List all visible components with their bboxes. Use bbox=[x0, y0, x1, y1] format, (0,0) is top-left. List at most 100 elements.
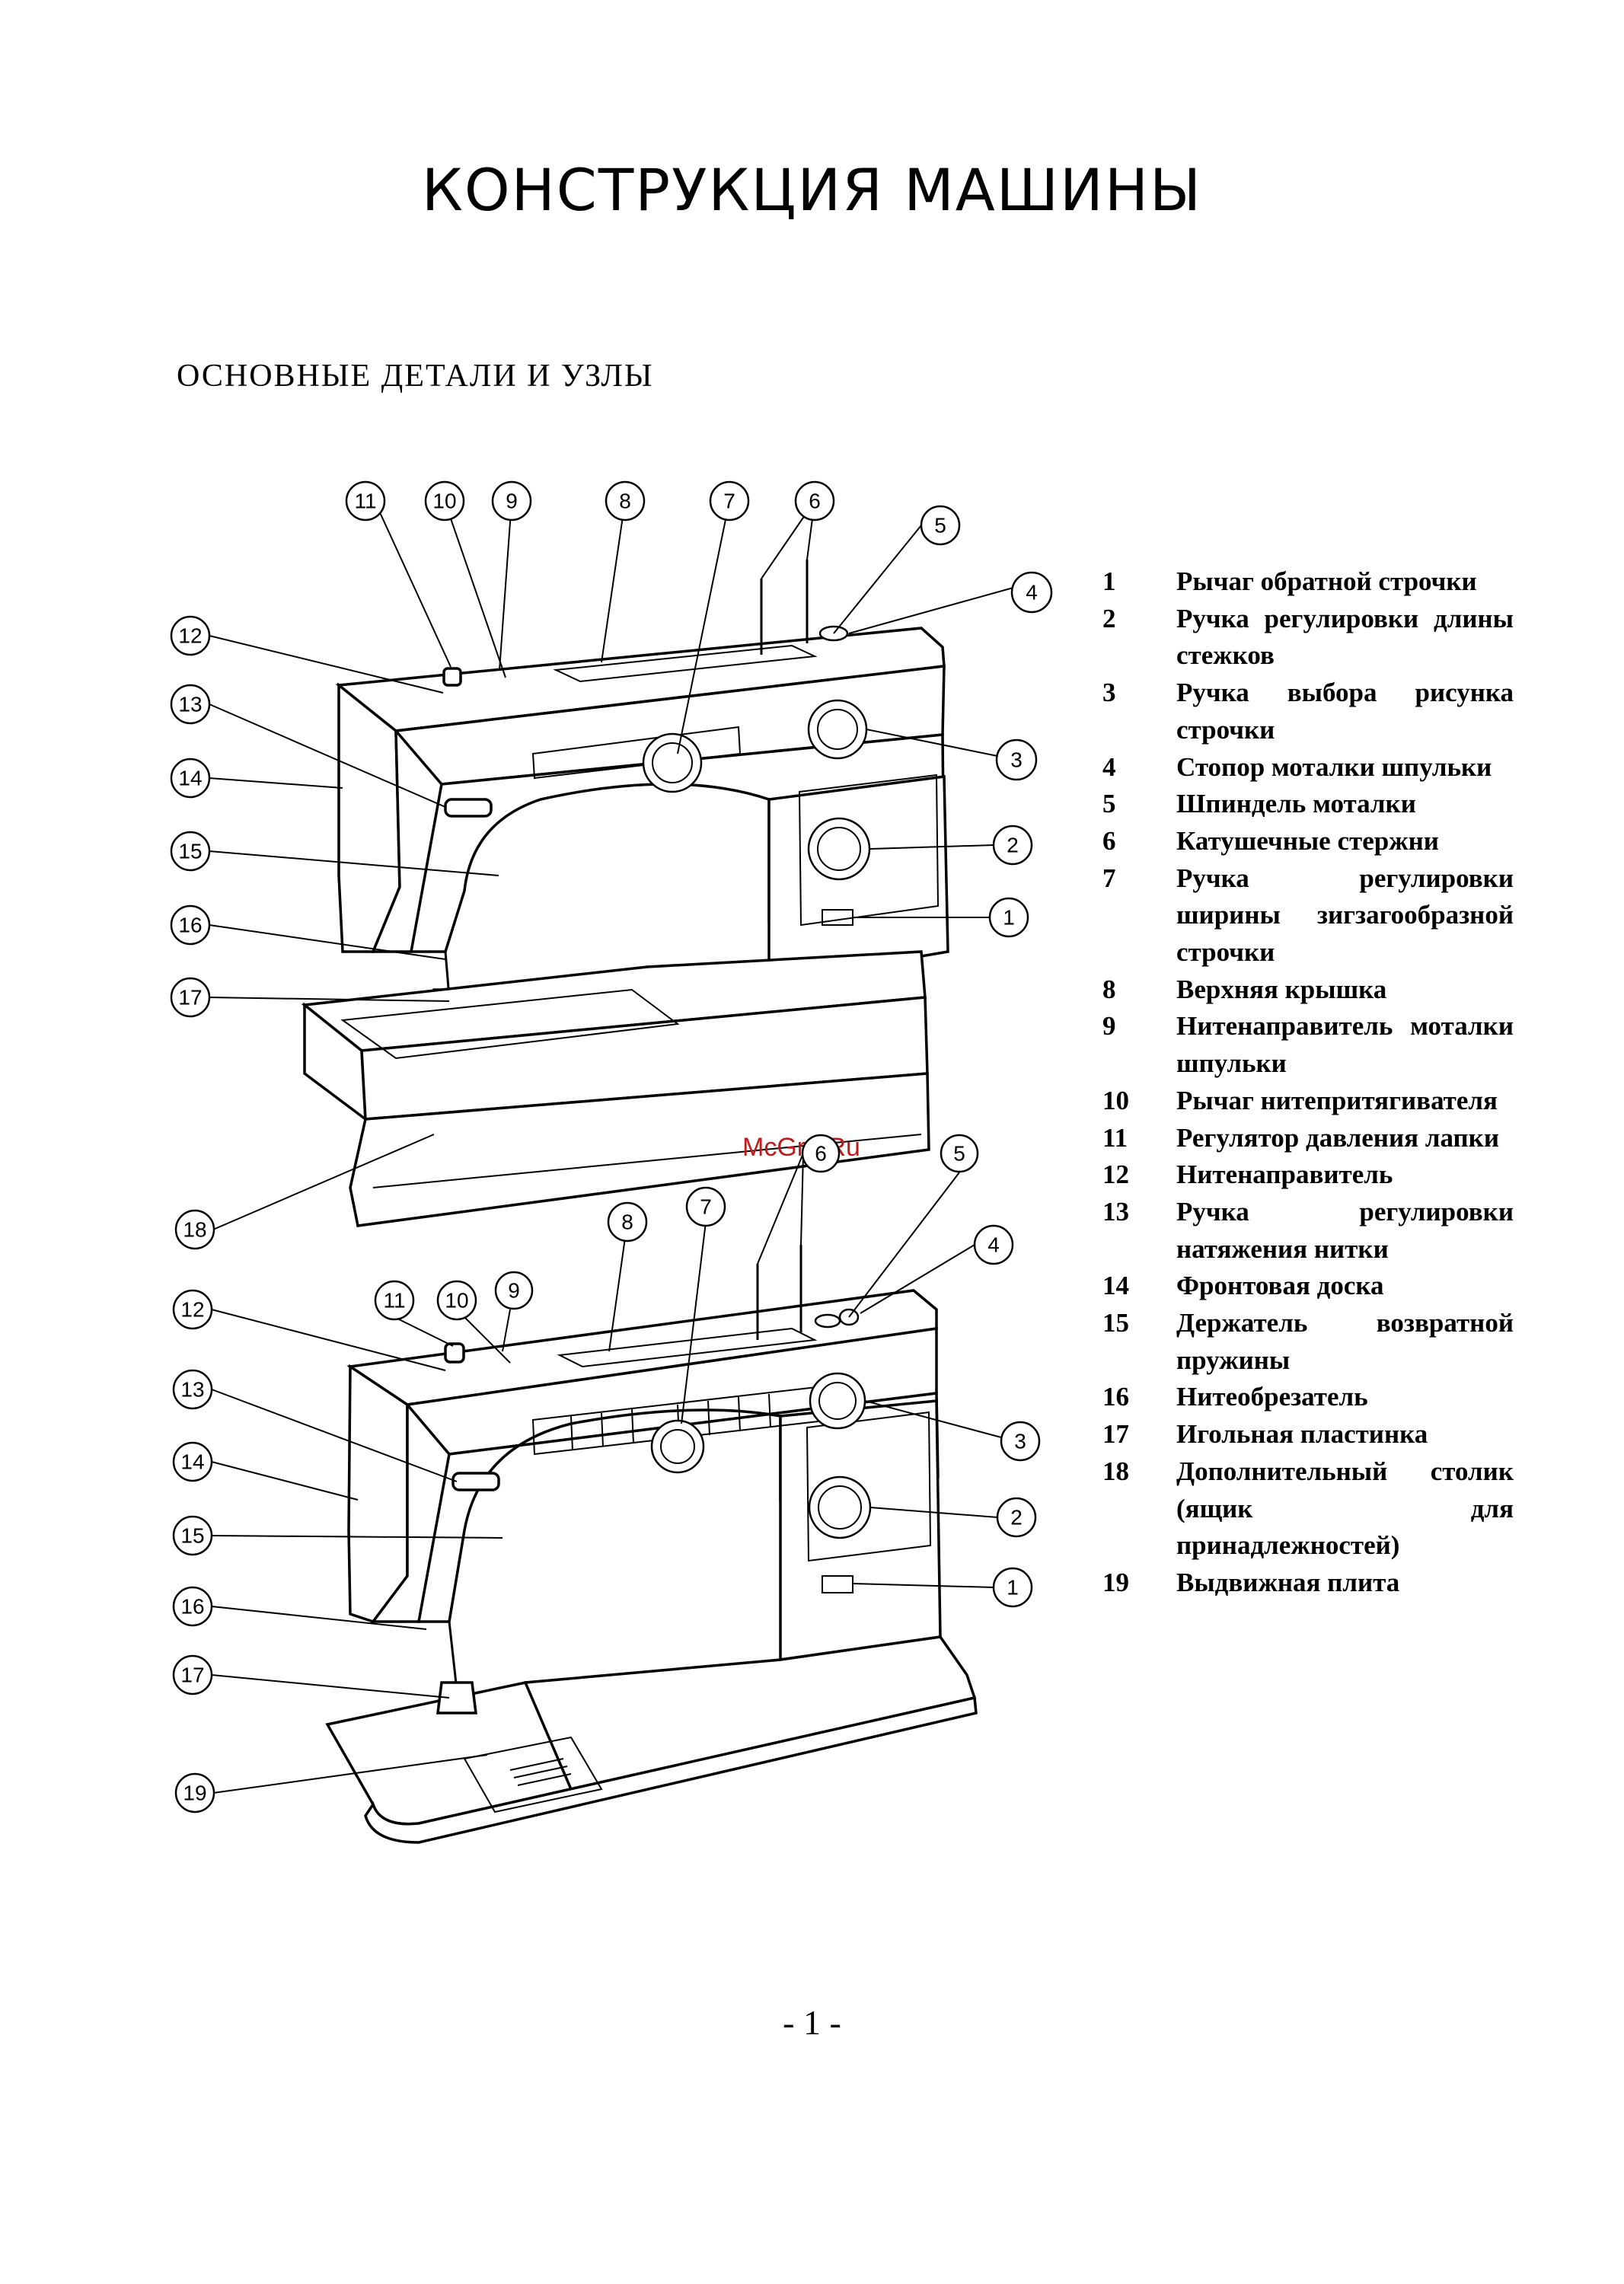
callout-top-9: 9 bbox=[506, 490, 518, 513]
callout-bottom-19: 19 bbox=[183, 1782, 206, 1805]
callout-bottom-4: 4 bbox=[987, 1233, 1000, 1257]
legend-item-number: 2 bbox=[1102, 603, 1116, 633]
legend-item-number: 6 bbox=[1102, 825, 1116, 856]
legend-item-number: 4 bbox=[1102, 751, 1116, 782]
legend-item-text: Шпиндель моталки bbox=[1176, 789, 1416, 819]
callout-top-16: 16 bbox=[178, 914, 202, 937]
legend-item: 15 Держатель возвратной пружины bbox=[1102, 1305, 1514, 1379]
bottom-leader-lines bbox=[211, 1153, 1002, 1794]
legend-item: 5 Шпиндель моталки bbox=[1102, 786, 1514, 823]
callout-bottom-2: 2 bbox=[1010, 1506, 1023, 1530]
callout-top-15: 15 bbox=[178, 840, 202, 863]
callout-top-12: 12 bbox=[178, 624, 202, 648]
legend-item: 8 Верхняя крышка bbox=[1102, 971, 1514, 1009]
machine-with-extension-table bbox=[301, 560, 949, 1227]
callout-bottom-8: 8 bbox=[621, 1211, 633, 1234]
top-leader-lines bbox=[209, 500, 1025, 1230]
legend-item-text: Ручка регулировки натяжения нитки bbox=[1176, 1196, 1514, 1264]
legend-item: 4 Стопор моталки шпульки bbox=[1102, 749, 1514, 786]
legend-item-text: Дополнительный столик (ящик для принадле… bbox=[1176, 1456, 1514, 1561]
legend-item-text: Катушечные стержни bbox=[1176, 825, 1439, 856]
legend-item-text: Игольная пластинка bbox=[1176, 1419, 1428, 1450]
callout-top-3: 3 bbox=[1010, 748, 1023, 772]
callout-bottom-3: 3 bbox=[1014, 1430, 1026, 1453]
legend-item-text: Рычаг обратной строчки bbox=[1176, 566, 1477, 596]
legend-item: 16 Нитеобрезатель bbox=[1102, 1379, 1514, 1416]
legend-item-number: 19 bbox=[1102, 1567, 1129, 1597]
callout-top-18: 18 bbox=[183, 1218, 206, 1242]
legend-item: 6 Катушечные стержни bbox=[1102, 823, 1514, 860]
callout-bottom-6: 6 bbox=[815, 1142, 827, 1166]
sewing-machine-diagram: 11 10 9 8 7 6 5 4 12 13 14 15 16 17 18 3… bbox=[170, 480, 1053, 1844]
legend-item-number: 13 bbox=[1102, 1196, 1129, 1227]
legend-item: 7 Ручка регулировки ширины зигзагообразно… bbox=[1102, 860, 1514, 971]
callout-top-10: 10 bbox=[432, 490, 456, 513]
legend-item-number: 8 bbox=[1102, 974, 1116, 1004]
legend-item: 9 Нитенаправитель моталки шпульки bbox=[1102, 1008, 1514, 1082]
legend-item-text: Выдвижная плита bbox=[1176, 1567, 1400, 1597]
legend-item-number: 7 bbox=[1102, 863, 1116, 893]
legend-item-number: 16 bbox=[1102, 1382, 1129, 1412]
callout-top-6: 6 bbox=[809, 490, 821, 513]
legend-item: 19 Выдвижная плита bbox=[1102, 1565, 1514, 1602]
legend-item-text: Ручка выбора рисунка строчки bbox=[1176, 678, 1514, 745]
legend-item-text: Стопор моталки шпульки bbox=[1176, 751, 1492, 782]
legend-item-number: 5 bbox=[1102, 789, 1116, 819]
legend-item-text: Фронтовая доска bbox=[1176, 1271, 1384, 1301]
legend-item-text: Ручка регулировки ширины зигзагообразной… bbox=[1176, 863, 1514, 968]
legend-item-number: 10 bbox=[1102, 1085, 1129, 1115]
legend-item-text: Верхняя крышка bbox=[1176, 974, 1387, 1004]
callout-bottom-10: 10 bbox=[445, 1289, 468, 1313]
callout-top-4: 4 bbox=[1026, 581, 1038, 604]
callout-top-7: 7 bbox=[723, 490, 735, 513]
callout-top-14: 14 bbox=[178, 767, 202, 790]
callout-bottom-15: 15 bbox=[180, 1524, 204, 1548]
callout-top-8: 8 bbox=[619, 490, 631, 513]
callout-bottom-16: 16 bbox=[180, 1595, 204, 1619]
legend-item: 2 Ручка регулировки длины стежков bbox=[1102, 601, 1514, 675]
callout-top-1: 1 bbox=[1003, 906, 1015, 930]
callout-top-2: 2 bbox=[1007, 834, 1019, 857]
page-number: - 1 - bbox=[783, 2003, 841, 2042]
legend-item: 14 Фронтовая доска bbox=[1102, 1268, 1514, 1305]
legend-item: 3 Ручка выбора рисунка строчки bbox=[1102, 675, 1514, 748]
callout-bottom-14: 14 bbox=[180, 1450, 204, 1474]
legend-item-text: Нитенаправитель моталки шпульки bbox=[1176, 1011, 1514, 1079]
callout-top-5: 5 bbox=[934, 514, 946, 538]
callout-bottom-13: 13 bbox=[180, 1378, 204, 1402]
machine-free-arm bbox=[325, 1245, 978, 1844]
legend-item-number: 18 bbox=[1102, 1456, 1129, 1486]
legend-item-number: 11 bbox=[1102, 1122, 1128, 1153]
legend-item-number: 15 bbox=[1102, 1308, 1129, 1338]
callout-top-13: 13 bbox=[178, 693, 202, 716]
callout-bottom-12: 12 bbox=[180, 1298, 204, 1322]
callout-top-11: 11 bbox=[354, 490, 376, 513]
legend-item-number: 9 bbox=[1102, 1011, 1116, 1042]
legend-item-text: Регулятор давления лапки bbox=[1176, 1122, 1499, 1153]
callout-bottom-17: 17 bbox=[180, 1664, 204, 1687]
legend-item-text: Держатель возвратной пружины bbox=[1176, 1308, 1514, 1375]
legend-item-text: Ручка регулировки длины стежков bbox=[1176, 603, 1514, 671]
legend-item-text: Нитенаправитель bbox=[1176, 1160, 1393, 1190]
top-callouts: 11 10 9 8 7 6 5 4 12 13 14 15 16 17 18 3… bbox=[170, 480, 1053, 1250]
page-title: КОНСТРУКЦИЯ МАШИНЫ bbox=[421, 156, 1203, 224]
callout-bottom-9: 9 bbox=[508, 1279, 520, 1303]
legend-item: 1 Рычаг обратной строчки bbox=[1102, 563, 1514, 601]
legend-item-number: 1 bbox=[1102, 566, 1116, 596]
legend-item-number: 12 bbox=[1102, 1160, 1129, 1190]
legend-item: 18 Дополнительный столик (ящик для принад… bbox=[1102, 1453, 1514, 1565]
legend-item: 11 Регулятор давления лапки bbox=[1102, 1120, 1514, 1157]
legend-item-text: Нитеобрезатель bbox=[1176, 1382, 1368, 1412]
callout-bottom-11: 11 bbox=[383, 1289, 405, 1313]
legend-item-number: 3 bbox=[1102, 678, 1116, 708]
callout-bottom-5: 5 bbox=[953, 1142, 965, 1166]
legend-item: 12 Нитенаправитель bbox=[1102, 1156, 1514, 1194]
callout-top-17: 17 bbox=[178, 986, 202, 1010]
legend-item: 13 Ручка регулировки натяжения нитки bbox=[1102, 1194, 1514, 1268]
legend-item-number: 14 bbox=[1102, 1271, 1129, 1301]
callout-bottom-1: 1 bbox=[1007, 1576, 1019, 1600]
